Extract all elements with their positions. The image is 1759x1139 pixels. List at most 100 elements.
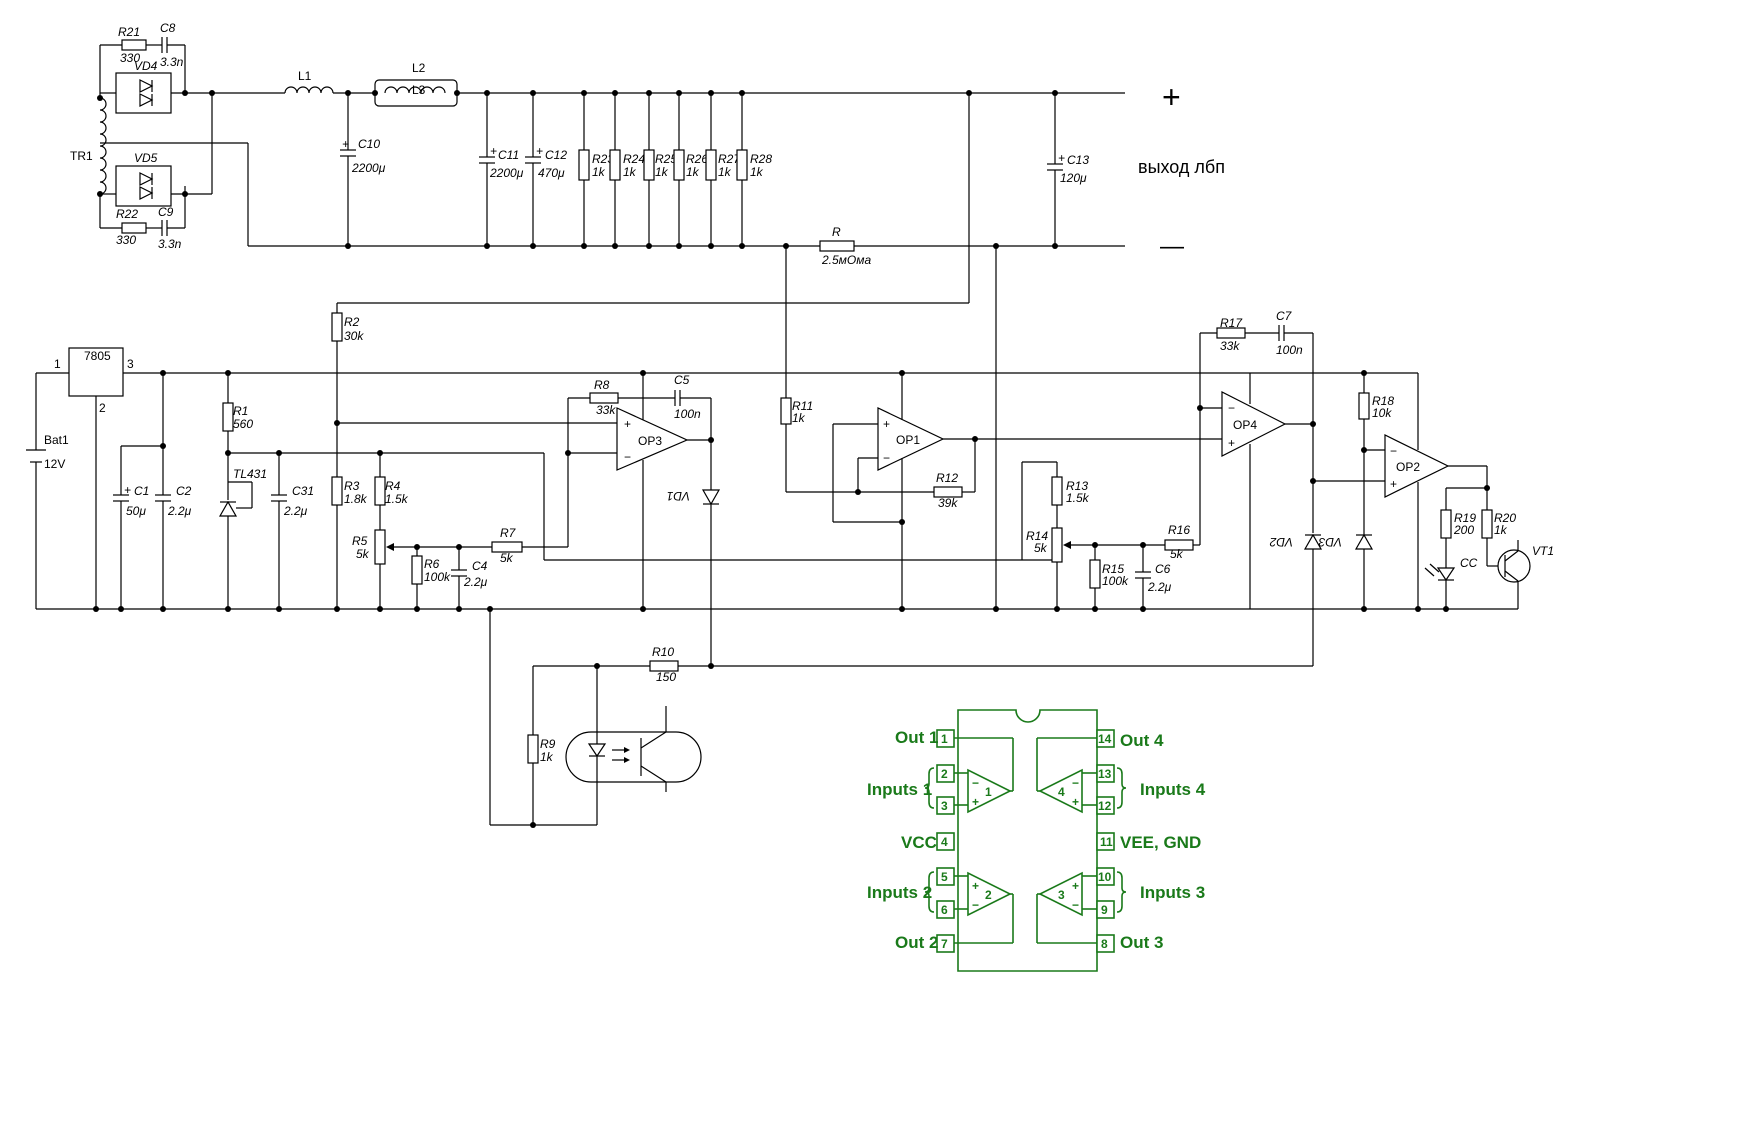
svg-text:+: + xyxy=(1228,436,1235,450)
svg-text:1k: 1k xyxy=(1494,523,1508,537)
vt1-transistor xyxy=(1497,549,1531,583)
op4-label: OP4 xyxy=(1233,418,1257,432)
op3-opamp xyxy=(616,407,689,471)
svg-text:1k: 1k xyxy=(540,750,554,764)
op1-label: OP1 xyxy=(896,433,920,447)
svg-text:+: + xyxy=(536,144,543,158)
vd4-diode-block xyxy=(115,72,172,114)
shunt-resistor xyxy=(819,240,855,252)
pin-label-vcc: VCC xyxy=(901,833,937,852)
svg-text:R3: R3 xyxy=(344,479,360,493)
c9-value: 3.3n xyxy=(158,237,182,251)
svg-text:2: 2 xyxy=(985,888,992,902)
c12-label: C12 xyxy=(545,148,567,162)
svg-text:5k: 5k xyxy=(356,547,370,561)
shunt-value: 2.5мОма xyxy=(821,253,871,267)
svg-text:R8: R8 xyxy=(594,378,610,392)
vd5-label: VD5 xyxy=(134,151,158,165)
svg-text:100k: 100k xyxy=(424,570,451,584)
svg-text:C4: C4 xyxy=(472,559,488,573)
l3-label: L3 xyxy=(412,83,426,97)
c11-label: C11 xyxy=(498,148,519,162)
svg-text:C7: C7 xyxy=(1276,309,1293,323)
svg-text:11: 11 xyxy=(1100,835,1113,849)
pin-label-inputs3: Inputs 3 xyxy=(1140,883,1205,902)
svg-text:+: + xyxy=(1390,477,1397,491)
r21-label: R21 xyxy=(118,25,140,39)
svg-text:−: − xyxy=(1072,898,1079,912)
op3-label: OP3 xyxy=(638,434,662,448)
svg-text:7: 7 xyxy=(941,937,948,951)
svg-text:1k: 1k xyxy=(718,165,732,179)
svg-text:R24: R24 xyxy=(623,152,645,166)
tr1-label: TR1 xyxy=(70,149,93,163)
svg-text:5k: 5k xyxy=(1034,541,1048,555)
power-stage: TR1 R21 330 C8 3.3n VD4 R22 330 C9 3.3n … xyxy=(70,21,1225,609)
c13-value: 120μ xyxy=(1060,171,1087,185)
l2-label: L2 xyxy=(412,61,426,75)
svg-text:+: + xyxy=(124,483,131,497)
pin-label-vee: VEE, GND xyxy=(1120,833,1201,852)
vt1-label: VT1 xyxy=(1532,544,1554,558)
svg-text:+: + xyxy=(883,417,890,431)
r5-potentiometer xyxy=(374,529,386,565)
r21-value: 330 xyxy=(120,51,140,65)
svg-text:1: 1 xyxy=(941,732,948,746)
cc-label: CC xyxy=(1460,556,1478,570)
svg-text:3: 3 xyxy=(1058,888,1065,902)
svg-text:33k: 33k xyxy=(1220,339,1240,353)
output-plus: + xyxy=(1162,79,1181,115)
svg-text:VD3: VD3 xyxy=(1318,535,1342,549)
svg-text:−: − xyxy=(883,451,890,465)
svg-text:2.2μ: 2.2μ xyxy=(283,504,308,518)
svg-text:R26: R26 xyxy=(686,152,708,166)
svg-text:+: + xyxy=(624,417,631,431)
svg-text:50μ: 50μ xyxy=(126,504,146,518)
pin-label-inputs1: Inputs 1 xyxy=(867,780,932,799)
c12-value: 470μ xyxy=(538,166,565,180)
c11-value: 2200μ xyxy=(489,166,524,180)
svg-text:3: 3 xyxy=(941,799,948,813)
svg-text:−: − xyxy=(624,450,631,464)
svg-text:3: 3 xyxy=(127,357,134,371)
svg-text:12: 12 xyxy=(1098,799,1112,813)
svg-text:100n: 100n xyxy=(1276,343,1303,357)
c8-label: C8 xyxy=(160,21,176,35)
svg-text:R16: R16 xyxy=(1168,523,1190,537)
svg-text:9: 9 xyxy=(1101,903,1108,917)
op2-label: OP2 xyxy=(1396,460,1420,474)
svg-text:39k: 39k xyxy=(938,496,958,510)
svg-text:1.8k: 1.8k xyxy=(344,492,368,506)
svg-text:1k: 1k xyxy=(623,165,637,179)
svg-text:VD1: VD1 xyxy=(667,489,690,503)
optocoupler xyxy=(565,731,702,783)
svg-text:R7: R7 xyxy=(500,526,517,540)
svg-text:R1: R1 xyxy=(233,404,248,418)
svg-text:R6: R6 xyxy=(424,557,440,571)
svg-text:5: 5 xyxy=(941,870,948,884)
svg-text:−: − xyxy=(1072,776,1079,790)
vd2-diode xyxy=(1303,533,1323,550)
vd4-label: VD4 xyxy=(134,59,158,73)
svg-text:−: − xyxy=(972,898,979,912)
svg-text:+: + xyxy=(1072,879,1079,893)
op2-opamp xyxy=(1384,434,1450,498)
svg-text:R11: R11 xyxy=(792,399,813,413)
svg-text:+: + xyxy=(1072,795,1079,809)
svg-text:+: + xyxy=(342,137,349,151)
shunt-label: R xyxy=(832,225,841,239)
svg-text:1.5k: 1.5k xyxy=(385,492,409,506)
svg-text:R13: R13 xyxy=(1066,479,1088,493)
output-minus: — xyxy=(1160,233,1184,260)
c8-value: 3.3n xyxy=(160,55,184,69)
svg-text:R20: R20 xyxy=(1494,511,1516,525)
svg-text:1k: 1k xyxy=(792,411,806,425)
svg-text:150: 150 xyxy=(656,670,676,684)
pin-label-out4: Out 4 xyxy=(1120,731,1164,750)
svg-text:4: 4 xyxy=(941,835,948,849)
pin-label-out1: Out 1 xyxy=(895,728,938,747)
svg-text:8: 8 xyxy=(1101,937,1108,951)
svg-text:C31: C31 xyxy=(292,484,314,498)
svg-text:R18: R18 xyxy=(1372,394,1394,408)
